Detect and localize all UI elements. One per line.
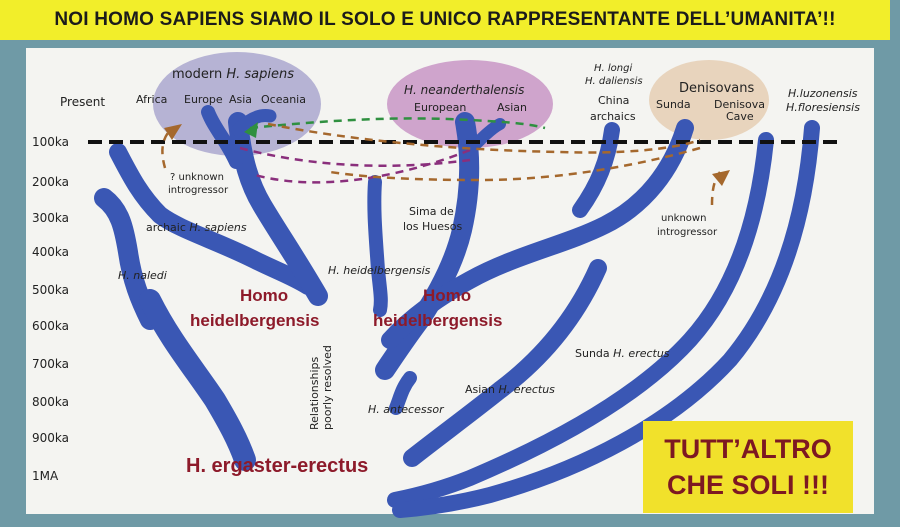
- region-asian: Asian: [497, 101, 527, 114]
- denisovan-ellipse: [649, 60, 769, 140]
- sapiens-title: modern H. sapiens: [172, 67, 294, 82]
- relationships-line-2: poorly resolved: [321, 345, 334, 430]
- denisovans-title: Denisovans: [679, 81, 754, 96]
- callout-line-1: TUTT’ALTRO: [664, 434, 832, 464]
- region-asia: Asia: [229, 93, 252, 106]
- region-sunda: Sunda: [656, 98, 691, 111]
- branch-sunda-erectus: [387, 132, 774, 508]
- time-axis-ticks: 100ka 200ka 300ka 400ka 500ka 600ka 700k…: [32, 135, 69, 483]
- relationships-line-1: Relationships: [308, 356, 321, 430]
- callout-line-2: CHE SOLI !!!: [667, 470, 829, 500]
- branches: [94, 105, 820, 518]
- region-europe: Europe: [184, 93, 223, 106]
- homo-heidel-left-2: heidelbergensis: [190, 311, 319, 330]
- tick-700ka: 700ka: [32, 357, 69, 371]
- sima-label-2: los Huesos: [403, 220, 462, 233]
- arrowhead-left: [164, 124, 182, 140]
- region-oceania: Oceania: [261, 93, 306, 106]
- arrow-brown-unknown-left: [161, 127, 173, 169]
- branch-heidel-stem: [367, 175, 388, 317]
- tick-600ka: 600ka: [32, 319, 69, 333]
- arrow-purple-2: [254, 148, 471, 184]
- region-cave: Cave: [726, 110, 754, 123]
- arrow-green: [249, 117, 546, 130]
- homo-heidel-left-1: Homo: [240, 286, 288, 305]
- introgression-arrows: [161, 117, 722, 206]
- relationships-note: Relationships poorly resolved: [308, 345, 334, 430]
- heidelbergensis-label: H. heidelbergensis: [328, 264, 431, 277]
- antecessor-label: H. antecessor: [368, 403, 445, 416]
- branch-neanderthal: [375, 112, 480, 380]
- flores-label: H.floresiensis: [786, 101, 860, 114]
- branch-asia-oceania: [231, 109, 277, 137]
- unknown-left-2: introgressor: [168, 185, 229, 196]
- arrow-brown-1: [267, 122, 701, 154]
- branch-asian-erectus: [403, 259, 607, 467]
- branch-luzon-flores: [392, 120, 820, 518]
- arrowhead-green: [244, 122, 258, 138]
- branch-sapiens-main: [228, 112, 328, 306]
- homo-heidel-right-2: heidelbergensis: [373, 311, 502, 330]
- sima-label-1: Sima de: [409, 205, 454, 218]
- homo-heidel-right-1: Homo: [423, 286, 471, 305]
- branch-asian-neanderthal: [464, 118, 506, 156]
- china-archaics: archaics: [590, 110, 636, 123]
- region-denisova: Denisova: [714, 98, 765, 111]
- branch-denisovan-main: [381, 119, 694, 349]
- neanderthal-title: H. neanderthalensis: [404, 83, 524, 97]
- unknown-right-1: unknown: [661, 213, 706, 224]
- luzon-label: H.luzonensis: [788, 87, 858, 100]
- tick-500ka: 500ka: [32, 283, 69, 297]
- tick-800ka: 800ka: [32, 395, 69, 409]
- arrow-purple-1: [239, 146, 471, 168]
- tick-200ka: 200ka: [32, 175, 69, 189]
- arrow-brown-2: [329, 146, 701, 182]
- ergaster-erectus-label: H. ergaster-erectus: [186, 455, 368, 477]
- china-label: China: [598, 94, 629, 107]
- branch-africa: [201, 105, 243, 169]
- branch-china: [572, 122, 620, 218]
- branch-archaic-sapiens: [109, 143, 317, 295]
- china-longi: H. longi: [594, 63, 632, 74]
- sunda-erectus-label: Sunda H. erectus: [575, 347, 670, 360]
- naledi-label: H. naledi: [118, 269, 167, 282]
- branch-antecessor: [389, 371, 417, 415]
- arrowhead-right: [712, 170, 730, 186]
- tick-1ma: 1MA: [32, 469, 59, 483]
- tick-400ka: 400ka: [32, 245, 69, 259]
- sapiens-ellipse: [153, 52, 321, 156]
- tick-900ka: 900ka: [32, 431, 69, 445]
- axis-present-label: Present: [60, 95, 105, 109]
- branch-ergaster-left: [139, 289, 256, 471]
- china-daliensis: H. daliensis: [585, 76, 643, 87]
- unknown-left-1: ? unknown: [170, 172, 224, 183]
- region-european: European: [414, 101, 466, 114]
- archaic-sapiens-label: archaic H. sapiens: [146, 221, 247, 234]
- banner-title: NOI HOMO SAPIENS SIAMO IL SOLO E UNICO R…: [0, 0, 890, 40]
- unknown-right-2: introgressor: [657, 227, 718, 238]
- region-africa: Africa: [136, 93, 167, 106]
- tick-300ka: 300ka: [32, 211, 69, 225]
- tick-100ka: 100ka: [32, 135, 69, 149]
- asian-erectus-label: Asian H. erectus: [465, 383, 555, 396]
- neanderthal-ellipse: [387, 60, 553, 148]
- callout-box: TUTT’ALTRO CHE SOLI !!!: [643, 421, 853, 513]
